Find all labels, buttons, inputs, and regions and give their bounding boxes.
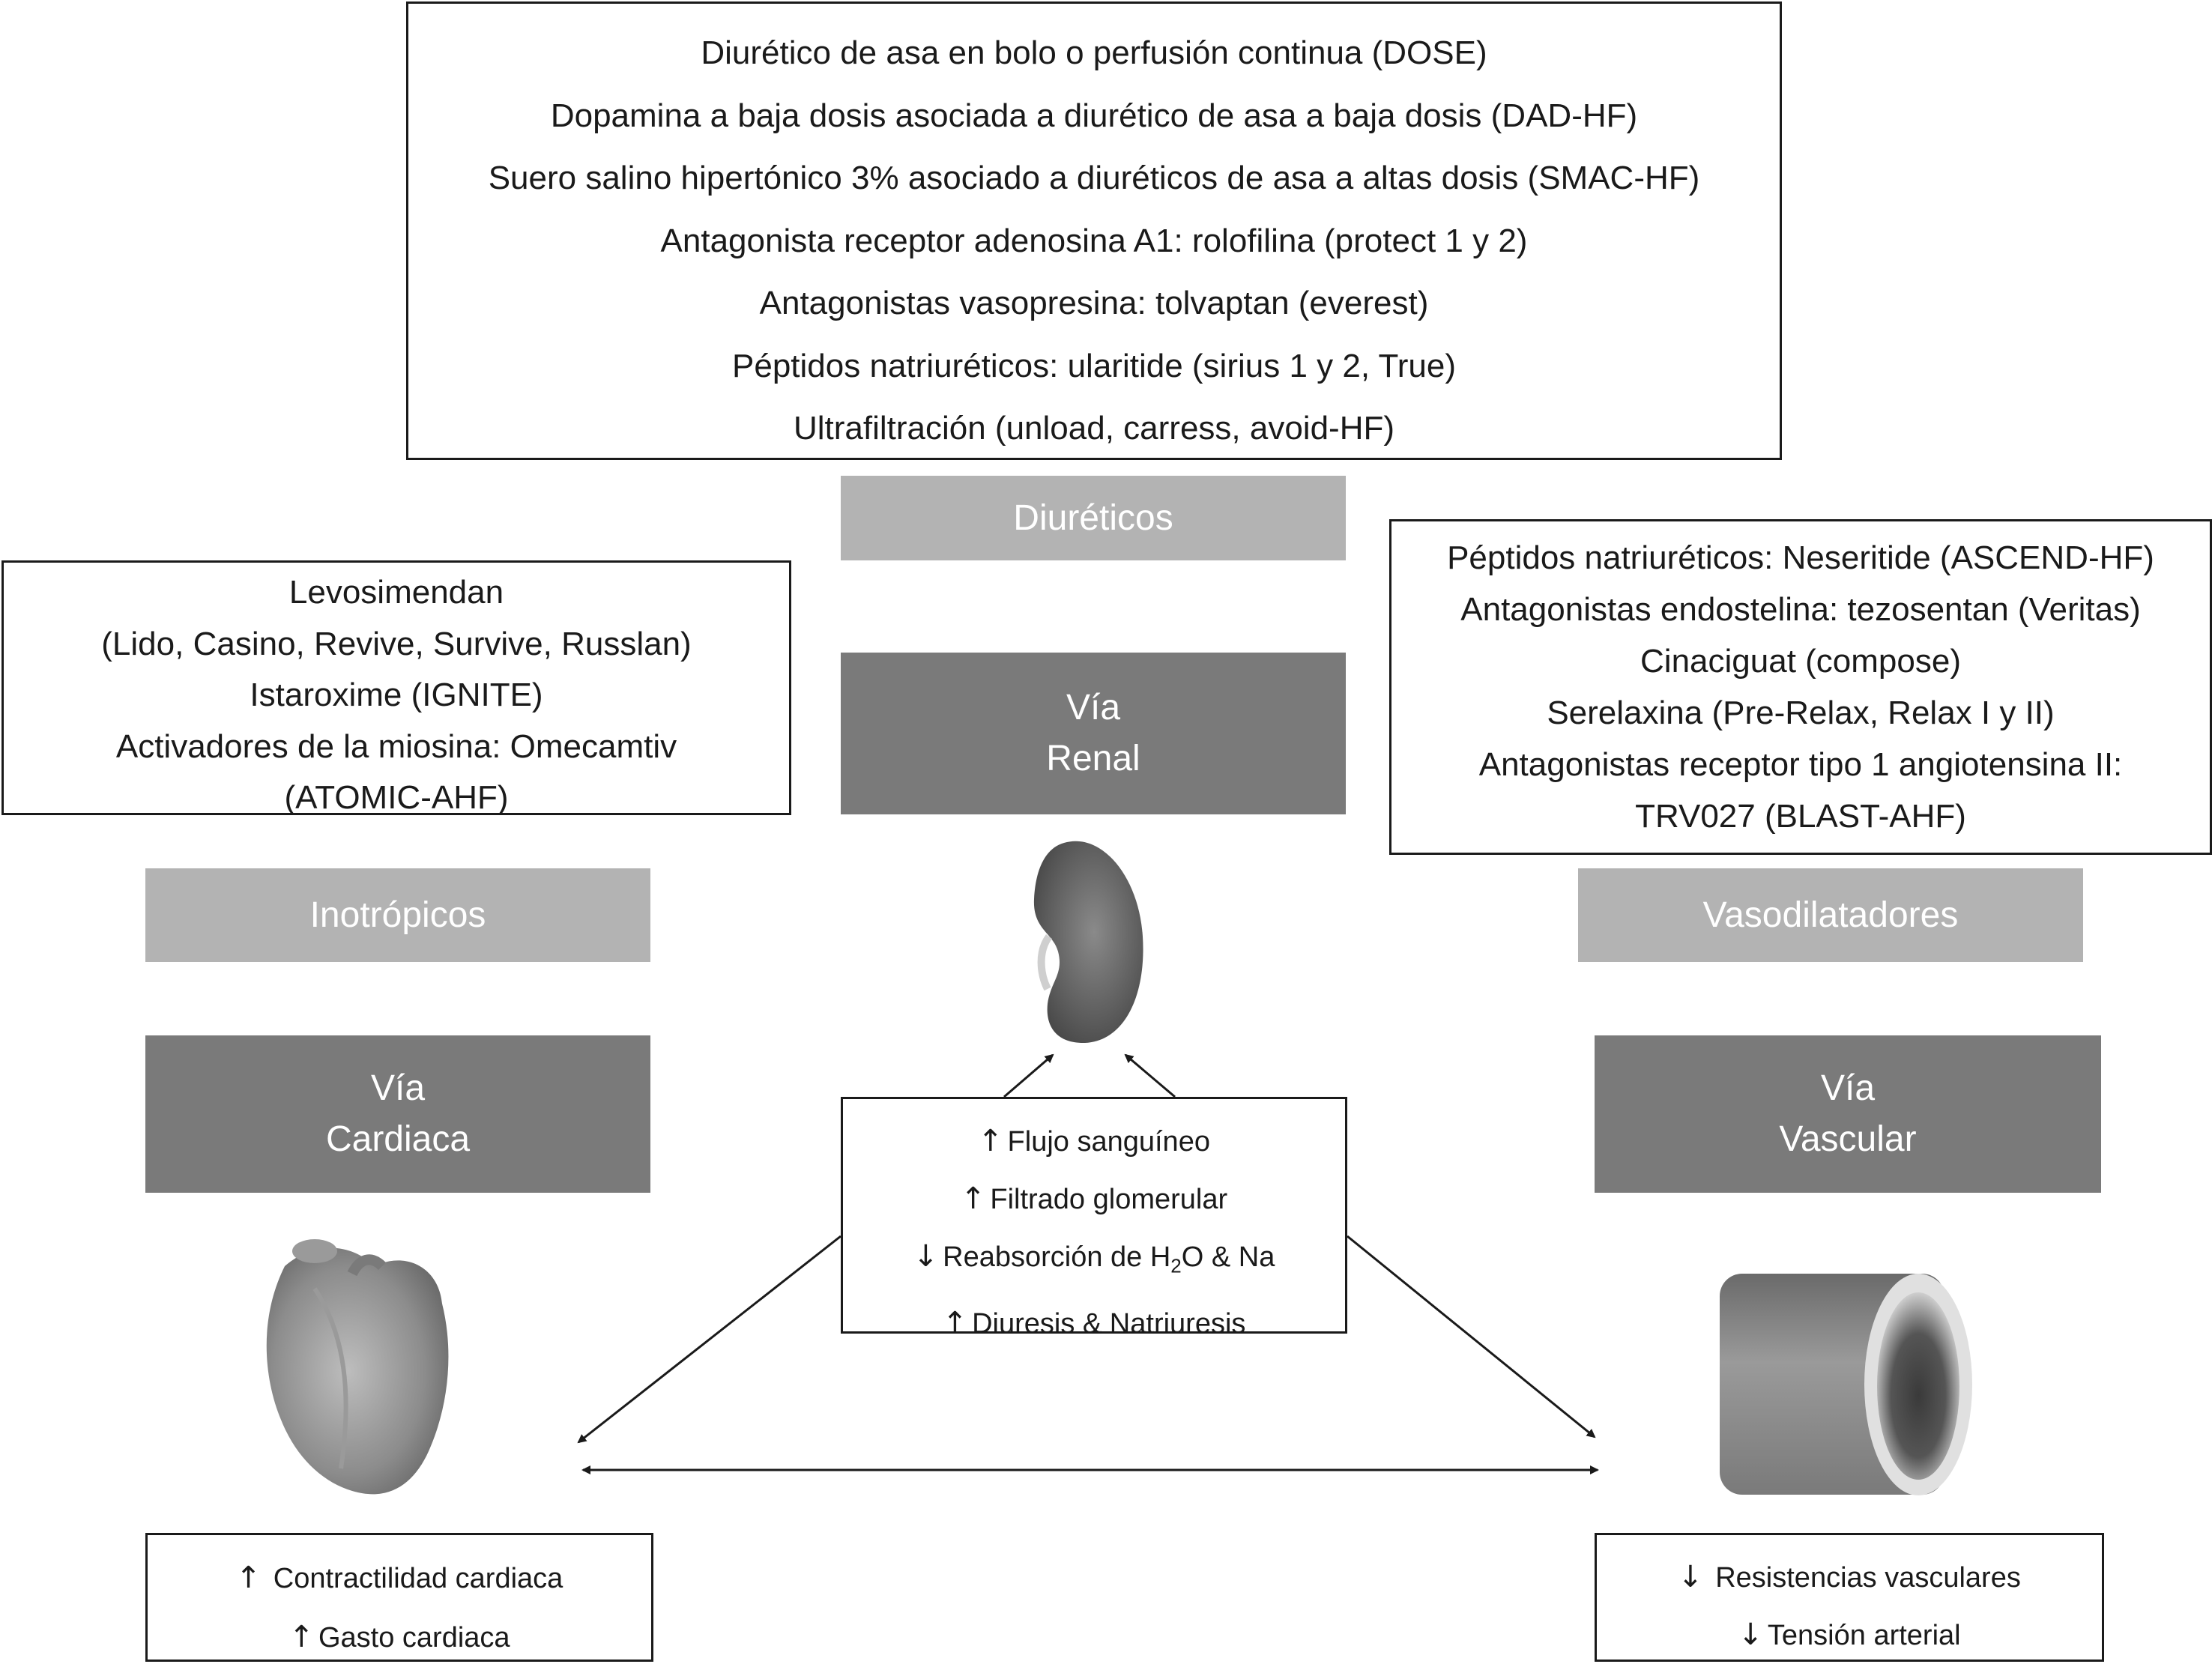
vasodilatadores-text: Vasodilatadores (1702, 895, 1959, 935)
filtrado-text: Filtrado glomerular (990, 1184, 1228, 1215)
blood-vessel-icon (1720, 1274, 1972, 1495)
therapy-line: Istaroxime (IGNITE) (250, 677, 543, 713)
effect-line: ↑Diuresis & Natriuresis (843, 1295, 1345, 1352)
arrow-to-kidney-left (1003, 1053, 1054, 1098)
effect-line: ↓Reabsorción de H2O & Na (843, 1228, 1345, 1295)
effect-line: ↓ Resistencias vasculares (1597, 1549, 2102, 1606)
effect-line: ↑Gasto cardiaca (148, 1608, 651, 1667)
therapy-line: Cinaciguat (compose) (1640, 643, 1961, 680)
contractilidad-text: Contractilidad cardiaca (273, 1563, 563, 1594)
via-renal-label: Vía Renal (841, 653, 1346, 814)
reabsorcion-suffix: O & Na (1181, 1241, 1275, 1273)
therapy-line: Péptidos natriuréticos: ularitide (siriu… (732, 347, 1456, 384)
via-vascular-label: Vía Vascular (1595, 1035, 2101, 1193)
down-arrow-icon: ↓ (913, 1239, 939, 1274)
up-arrow-icon: ↑ (960, 1182, 986, 1216)
via-vascular-line: Vía (1820, 1068, 1876, 1108)
therapy-line: Diurético de asa en bolo o perfusión con… (701, 34, 1487, 71)
therapy-line: Activadores de la miosina: Omecamtiv (115, 727, 677, 765)
diuresis-text: Diuresis & Natriuresis (972, 1307, 1246, 1340)
therapy-line: Serelaxina (Pre-Relax, Relax I y II) (1547, 695, 2055, 731)
inotropicos-text: Inotrópicos (309, 895, 486, 935)
down-arrow-icon: ↓ (1738, 1618, 1763, 1652)
cardiac-effects-box: ↑ Contractilidad cardiaca ↑Gasto cardiac… (145, 1533, 653, 1662)
diureticos-text: Diuréticos (1013, 497, 1173, 538)
therapy-line: Levosimendan (288, 574, 504, 611)
therapy-line: Antagonistas endostelina: tezosentan (Ve… (1460, 591, 2141, 628)
arrow-renal-to-cardiac (577, 1235, 841, 1444)
tension-text: Tensión arterial (1767, 1620, 1961, 1651)
reabsorcion-subscript: 2 (1170, 1254, 1182, 1277)
vascular-therapies-box: Péptidos natriuréticos: Neseritide (ASCE… (1389, 519, 2212, 855)
up-arrow-icon: ↑ (235, 1561, 262, 1595)
down-arrow-icon: ↓ (1678, 1560, 1703, 1594)
reabsorcion-text: Reabsorción de H (943, 1241, 1171, 1273)
via-cardiaca-line: Cardiaca (325, 1119, 471, 1159)
therapy-line: Antagonistas receptor tipo 1 angiotensin… (1478, 746, 2123, 783)
therapy-line: Antagonistas vasopresina: tolvaptan (eve… (759, 285, 1429, 321)
cardiac-therapies-box: Levosimendan (Lido, Casino, Revive, Surv… (1, 560, 791, 816)
via-cardiaca-label: Vía Cardiaca (145, 1035, 650, 1193)
therapy-line: (Lido, Casino, Revive, Survive, Russlan) (101, 625, 692, 662)
via-vascular-line: Vascular (1779, 1119, 1917, 1159)
resistencias-text: Resistencias vasculares (1715, 1562, 2021, 1594)
via-renal-line: Renal (1046, 739, 1140, 778)
therapy-line: Péptidos natriuréticos: Neseritide (ASCE… (1447, 539, 2154, 576)
up-arrow-icon: ↑ (942, 1305, 968, 1340)
inotropicos-label: Inotrópicos (145, 868, 650, 962)
kidney-icon (1033, 841, 1143, 1044)
flujo-text: Flujo sanguíneo (1007, 1126, 1210, 1158)
arrow-renal-to-vascular (1347, 1235, 1596, 1438)
gasto-text: Gasto cardiaca (318, 1622, 510, 1654)
effect-line: ↑Flujo sanguíneo (843, 1113, 1345, 1170)
renal-effects-box: ↑Flujo sanguíneo ↑Filtrado glomerular ↓R… (841, 1097, 1347, 1340)
heart-icon (266, 1239, 449, 1495)
up-arrow-icon: ↑ (978, 1124, 1003, 1158)
effect-line: ↑Filtrado glomerular (843, 1170, 1345, 1228)
therapy-line: Antagonista receptor adenosina A1: rolof… (660, 222, 1528, 259)
via-renal-line: Vía (1066, 688, 1121, 727)
diureticos-label: Diuréticos (841, 476, 1346, 560)
via-cardiaca-line: Vía (370, 1068, 426, 1108)
therapy-line: (ATOMIC-AHF) (284, 779, 509, 816)
effect-line: ↓Tensión arterial (1597, 1606, 2102, 1664)
up-arrow-icon: ↑ (288, 1620, 314, 1654)
therapy-line: Suero salino hipertónico 3% asociado a d… (488, 160, 1700, 196)
therapy-line: Ultrafiltración (unload, carress, avoid-… (793, 410, 1395, 447)
effect-line: ↑ Contractilidad cardiaca (148, 1549, 651, 1608)
therapy-line: Dopamina a baja dosis asociada a diuréti… (550, 97, 1638, 134)
arrow-to-kidney-right (1124, 1053, 1176, 1098)
renal-therapies-box: Diurético de asa en bolo o perfusión con… (406, 1, 1782, 460)
vascular-effects-box: ↓ Resistencias vasculares ↓Tensión arter… (1595, 1533, 2104, 1662)
therapy-line: TRV027 (BLAST-AHF) (1635, 798, 1966, 835)
vasodilatadores-label: Vasodilatadores (1578, 868, 2083, 962)
